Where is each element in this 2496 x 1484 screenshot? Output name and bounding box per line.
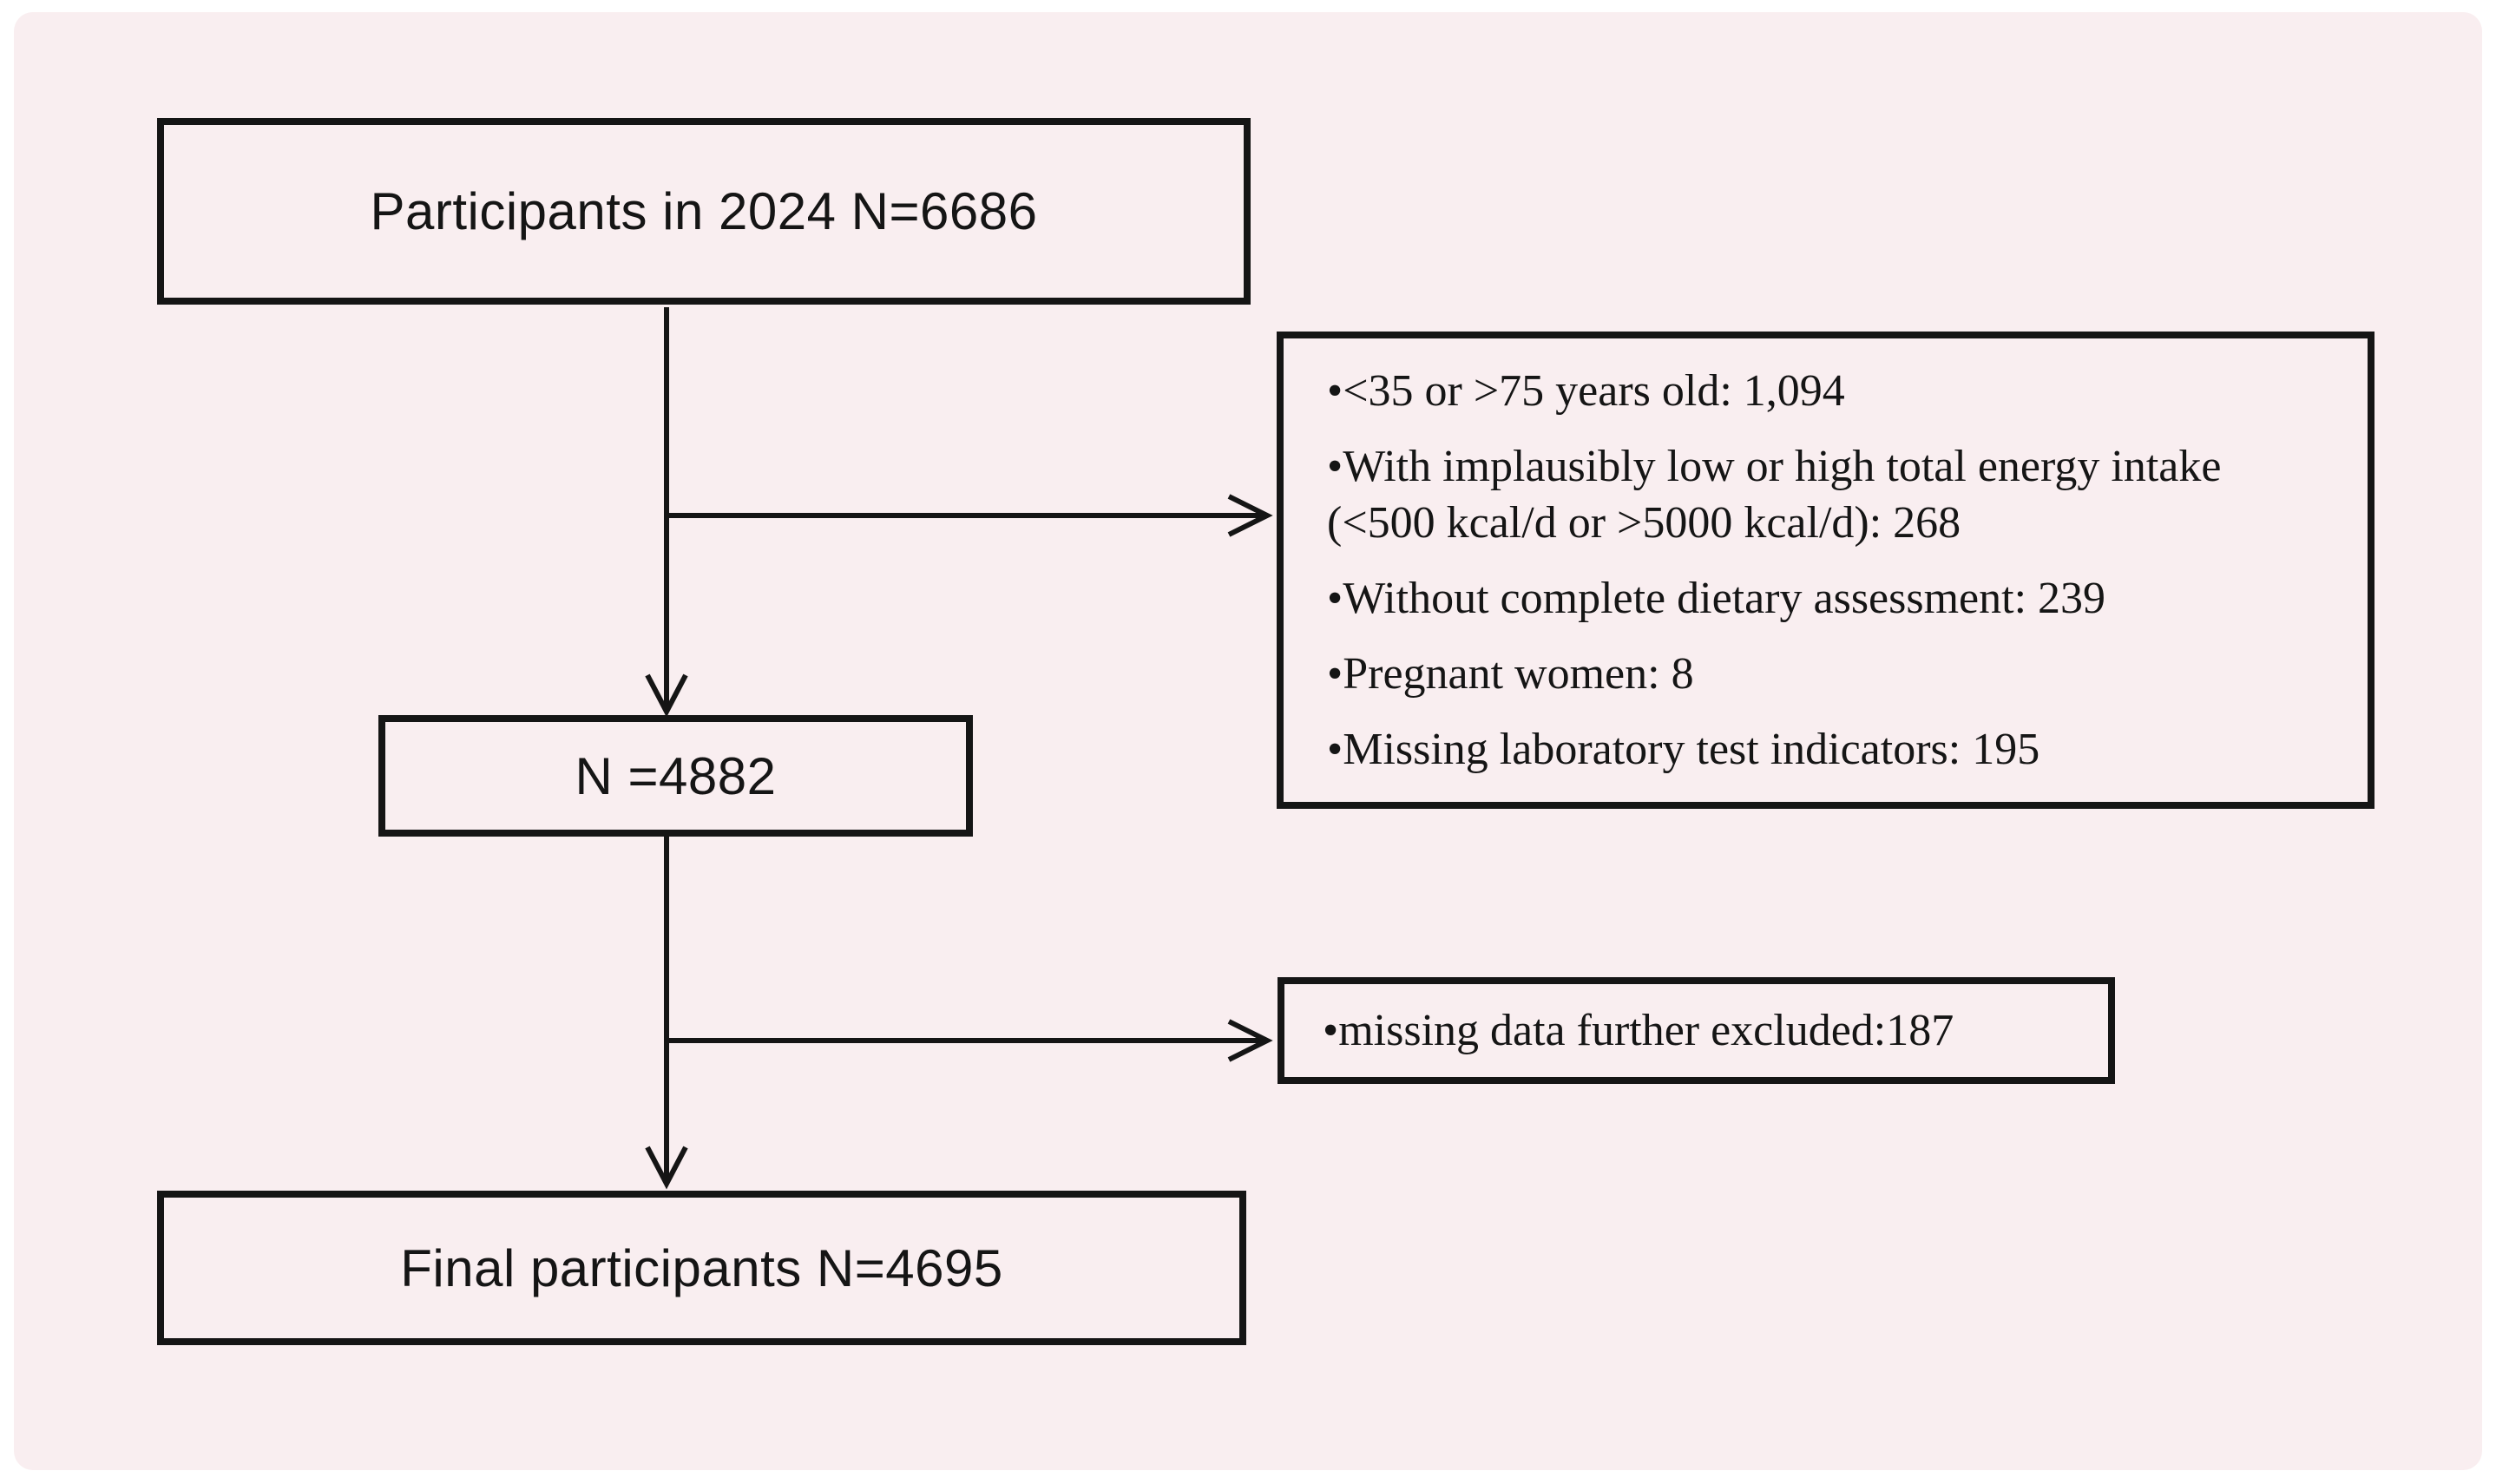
arrowhead-right-1 [1227,494,1273,537]
exclusion-item-age: •<35 or >75 years old: 1,094 [1327,366,1845,416]
flowchart-background: Participants in 2024 N=6686 •<35 or >75 … [14,12,2482,1470]
exclusion-item-missing-lab-tests: •Missing laboratory test indicators: 195 [1327,725,2040,774]
exclusion-item-missing-data: •missing data further excluded:187 [1323,1005,1954,1055]
box-initial-participants-label: Participants in 2024 N=6686 [370,182,1038,240]
exclusion-item-energy-intake-line-2: (<500 kcal/d or >5000 kcal/d): 268 [1327,498,1961,548]
box-initial-participants: Participants in 2024 N=6686 [157,118,1251,305]
box-final-participants: Final participants N=4695 [157,1191,1246,1345]
arrowhead-down-2 [645,1146,688,1190]
arrowhead-right-2 [1227,1019,1273,1062]
box-primary-exclusions: •<35 or >75 years old: 1,094 •With impla… [1277,332,2374,809]
box-after-primary-exclusions-label: N =4882 [575,746,777,805]
arrowhead-down-1 [645,673,688,718]
exclusion-item-energy-intake: •With implausibly low or high total ener… [1327,438,2333,551]
exclusion-item-dietary-assessment: •Without complete dietary assessment: 23… [1327,574,2106,623]
box-secondary-exclusion: •missing data further excluded:187 [1278,977,2115,1084]
exclusion-item-pregnant-women: •Pregnant women: 8 [1327,649,1694,699]
box-after-primary-exclusions: N =4882 [378,715,973,837]
exclusion-item-energy-intake-line-1: •With implausibly low or high total ener… [1327,442,2222,491]
box-final-participants-label: Final participants N=4695 [400,1238,1003,1297]
